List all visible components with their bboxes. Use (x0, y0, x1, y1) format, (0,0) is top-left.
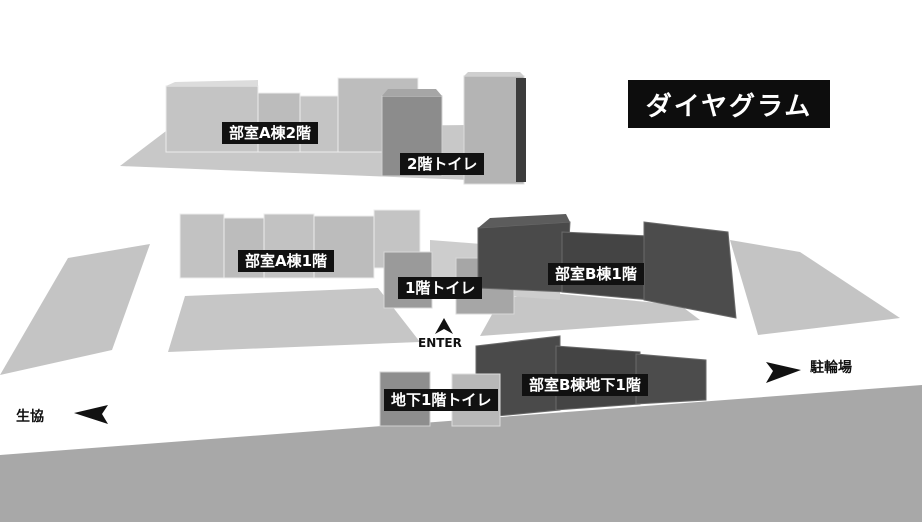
arrow-right-icon (766, 362, 801, 383)
label-building-bb1[interactable]: 部室B棟地下1階 (522, 374, 648, 396)
arrow-left-icon (74, 405, 108, 424)
right-lot (730, 240, 900, 335)
main-road (0, 385, 922, 522)
label-toilet-2f[interactable]: 2階トイレ (400, 153, 485, 175)
ground-pad-a1 (168, 288, 420, 352)
label-coop[interactable]: 生協 (16, 409, 44, 425)
ground-pad-center (480, 292, 700, 336)
left-lot (0, 244, 150, 375)
arrow-up-icon (435, 318, 453, 334)
label-bike-parking[interactable]: 駐輪場 (810, 360, 852, 376)
label-enter[interactable]: ENTER (418, 336, 462, 350)
map-title: ダイヤグラム (628, 80, 830, 128)
label-toilet-1f[interactable]: 1階トイレ (398, 277, 483, 299)
label-building-a2[interactable]: 部室A棟2階 (222, 122, 319, 144)
label-building-b1[interactable]: 部室B棟1階 (548, 263, 644, 285)
label-building-a1[interactable]: 部室A棟1階 (238, 250, 335, 272)
label-toilet-b1[interactable]: 地下1階トイレ (384, 389, 499, 411)
